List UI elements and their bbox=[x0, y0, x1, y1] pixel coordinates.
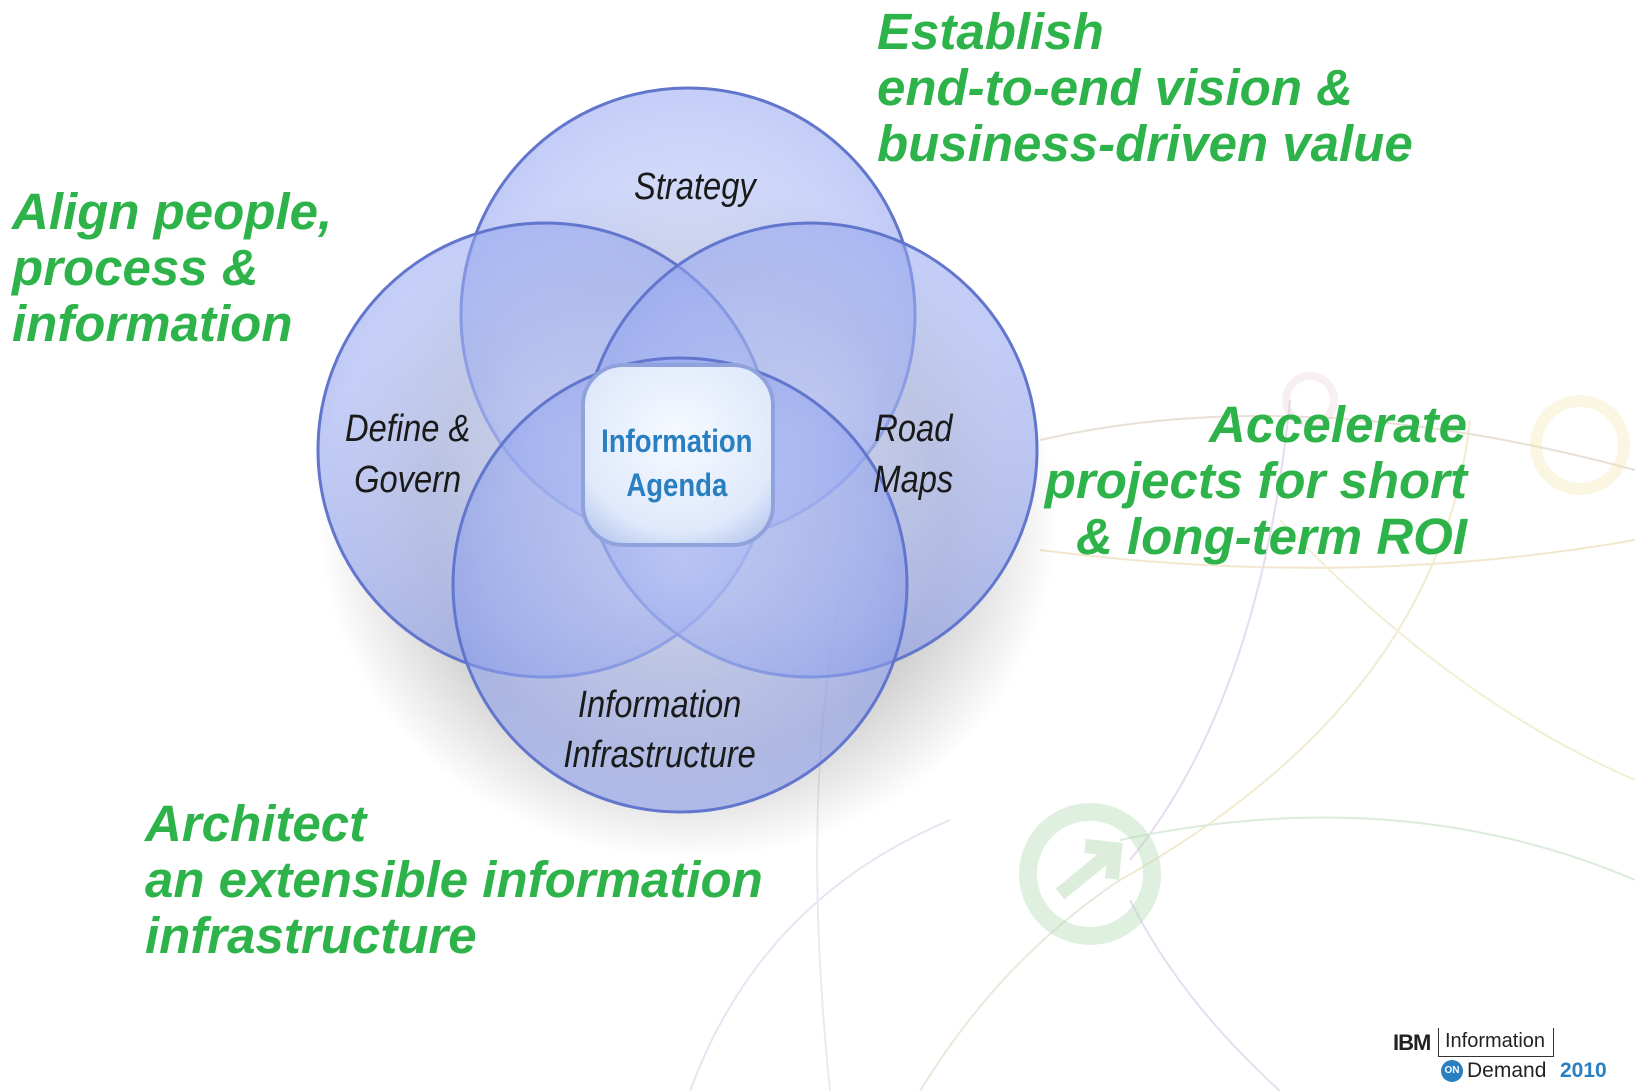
define-govern-label-line1: Define & bbox=[345, 407, 470, 450]
information-agenda-label-line2: Agenda bbox=[626, 468, 727, 503]
architect-callout: Architect an extensible information infr… bbox=[145, 796, 763, 964]
accelerate-line1: Accelerate bbox=[1208, 396, 1467, 453]
logo-line2: Demand bbox=[1467, 1059, 1547, 1082]
establish-callout: Establish end-to-end vision & business-d… bbox=[877, 4, 1413, 172]
logo-frame bbox=[1438, 1028, 1554, 1057]
background-arrow-icon-small bbox=[1282, 372, 1630, 495]
align-line3: information bbox=[12, 295, 293, 352]
logo-brand: IBM bbox=[1393, 1030, 1431, 1055]
architect-line1: Architect bbox=[145, 795, 367, 852]
architect-line2: an extensible information bbox=[145, 851, 763, 908]
align-callout: Align people, process & information bbox=[12, 184, 332, 352]
logo-line1: Information bbox=[1445, 1030, 1546, 1052]
accelerate-line2: projects for short bbox=[1044, 452, 1467, 509]
background-arrow-icon bbox=[1019, 803, 1161, 945]
road-maps-label-line2: Maps bbox=[873, 458, 953, 501]
information-infrastructure-label-line2: Infrastructure bbox=[563, 733, 755, 776]
establish-line2: end-to-end vision & bbox=[877, 59, 1353, 116]
establish-line1: Establish bbox=[877, 3, 1104, 60]
ibm-information-on-demand-logo: IBM Information ON Demand 2010 bbox=[1393, 1028, 1633, 1088]
logo-on-badge: ON bbox=[1441, 1060, 1463, 1082]
define-govern-label-line2: Govern bbox=[354, 458, 461, 501]
align-line1: Align people, bbox=[12, 183, 333, 240]
information-agenda-box bbox=[581, 363, 775, 547]
establish-line3: business-driven value bbox=[877, 115, 1413, 172]
strategy-label: Strategy bbox=[634, 165, 758, 208]
align-line2: process & bbox=[12, 239, 259, 296]
information-agenda-label-line1: Information bbox=[601, 424, 752, 459]
road-maps-label-line1: Road bbox=[874, 407, 953, 450]
accelerate-callout: Accelerate projects for short & long-ter… bbox=[1045, 397, 1467, 565]
logo-year: 2010 bbox=[1560, 1059, 1607, 1082]
architect-line3: infrastructure bbox=[145, 907, 477, 964]
information-infrastructure-circle bbox=[451, 356, 909, 814]
accelerate-line3: & long-term ROI bbox=[1076, 508, 1467, 565]
information-infrastructure-label-line1: Information bbox=[578, 683, 741, 726]
